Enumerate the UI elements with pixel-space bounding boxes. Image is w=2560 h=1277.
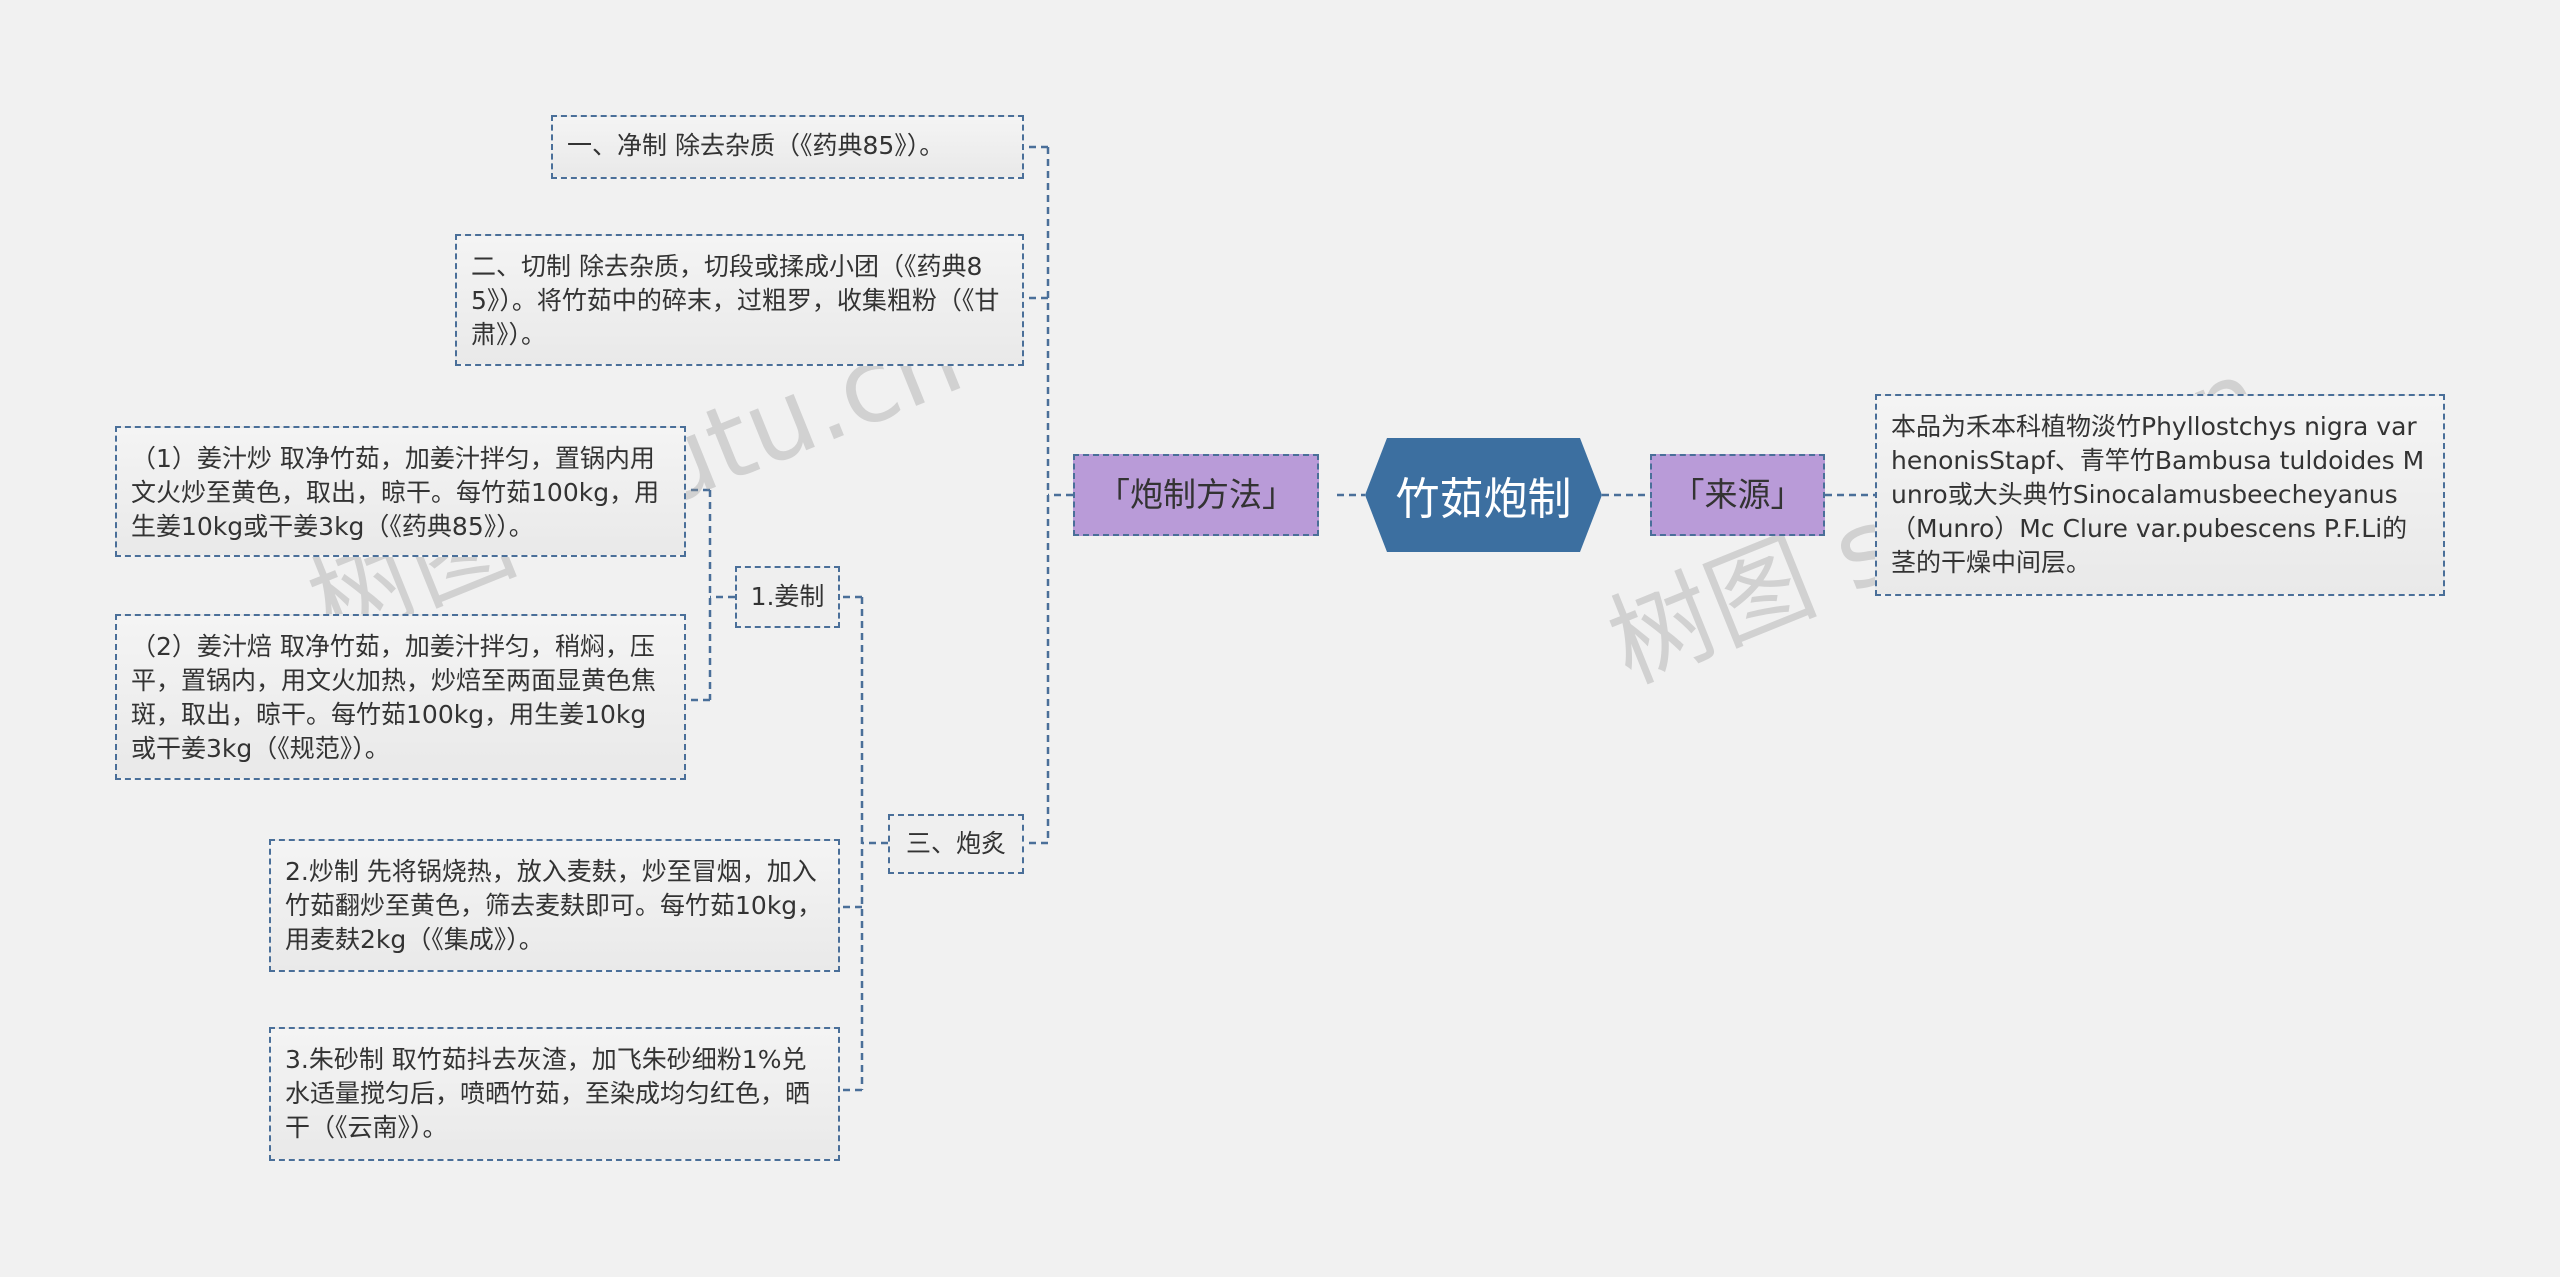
method-cut-node[interactable]: 二、切制 除去杂质，切段或揉成小团（《药典85》）。将竹茹中的碎末，过粗罗，收集… xyxy=(455,234,1024,366)
branch-method-label: 「炮制方法」 xyxy=(1097,475,1295,514)
branch-source[interactable]: 「来源」 xyxy=(1650,454,1825,536)
ginger-bake-text: （2）姜汁焙 取净竹茹，加姜汁拌匀，稍焖，压平，置锅内，用文火加热，炒焙至两面显… xyxy=(131,632,657,763)
method-process-text: 三、炮炙 xyxy=(905,829,1006,858)
method-clean-text: 一、净制 除去杂质（《药典85》）。 xyxy=(567,131,945,160)
branch-source-label: 「来源」 xyxy=(1671,475,1804,514)
center-hexagon xyxy=(1365,438,1602,552)
center-topic[interactable]: 竹茹炮制 xyxy=(1365,438,1602,552)
ginger-bake-node[interactable]: （2）姜汁焙 取净竹茹，加姜汁拌匀，稍焖，压平，置锅内，用文火加热，炒焙至两面显… xyxy=(115,614,686,780)
method-process-node[interactable]: 三、炮炙 xyxy=(888,814,1024,874)
cinnabar-text: 3.朱砂制 取竹茹抖去灰渣，加飞朱砂细粉1%兑水适量搅匀后，喷晒竹茹，至染成均匀… xyxy=(285,1045,811,1142)
ginger-fry-text: （1）姜汁炒 取净竹茹，加姜汁拌匀，置锅内用文火炒至黄色，取出，晾干。每竹茹10… xyxy=(131,444,660,541)
fry-node[interactable]: 2.炒制 先将锅烧热，放入麦麸，炒至冒烟，加入竹茹翻炒至黄色，筛去麦麸即可。每竹… xyxy=(269,839,840,972)
ginger-node[interactable]: 1.姜制 xyxy=(735,566,840,628)
fry-text: 2.炒制 先将锅烧热，放入麦麸，炒至冒烟，加入竹茹翻炒至黄色，筛去麦麸即可。每竹… xyxy=(285,857,823,954)
branch-method[interactable]: 「炮制方法」 xyxy=(1073,454,1319,536)
cinnabar-node[interactable]: 3.朱砂制 取竹茹抖去灰渣，加飞朱砂细粉1%兑水适量搅匀后，喷晒竹茹，至染成均匀… xyxy=(269,1027,840,1161)
method-clean-node[interactable]: 一、净制 除去杂质（《药典85》）。 xyxy=(551,115,1024,179)
source-text: 本品为禾本科植物淡竹Phyllostchys nigra var henonis… xyxy=(1891,412,2425,577)
source-text-node[interactable]: 本品为禾本科植物淡竹Phyllostchys nigra var henonis… xyxy=(1875,394,2445,596)
method-cut-text: 二、切制 除去杂质，切段或揉成小团（《药典85》）。将竹茹中的碎末，过粗罗，收集… xyxy=(471,252,1000,349)
ginger-fry-node[interactable]: （1）姜汁炒 取净竹茹，加姜汁拌匀，置锅内用文火炒至黄色，取出，晾干。每竹茹10… xyxy=(115,426,686,557)
ginger-text: 1.姜制 xyxy=(750,582,825,611)
center-title: 竹茹炮制 xyxy=(1395,474,1572,525)
